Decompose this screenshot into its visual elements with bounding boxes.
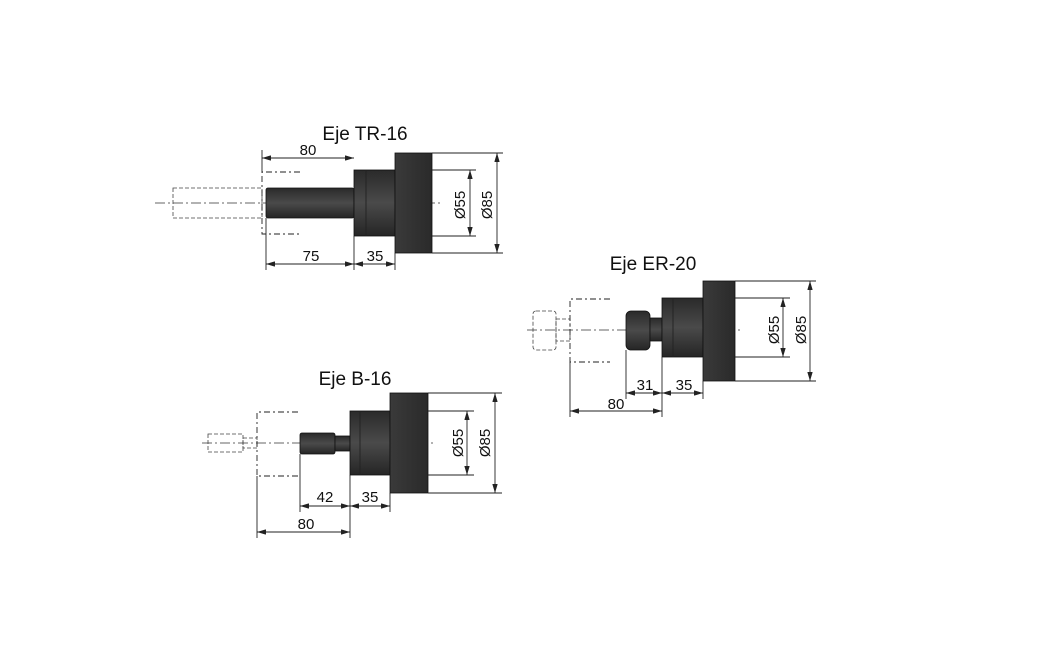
dim-35: 35 — [362, 489, 379, 506]
title-b16: Eje B-16 — [319, 369, 392, 390]
neck — [334, 435, 351, 452]
dim-35: 35 — [367, 248, 384, 265]
title-tr16: Eje TR-16 — [322, 124, 407, 145]
body — [349, 410, 391, 476]
body — [353, 169, 396, 237]
body — [661, 297, 704, 358]
collet-nut — [625, 310, 651, 351]
flange-disc — [394, 152, 433, 254]
dia-55: Ø55 — [452, 191, 469, 219]
drawing-b16: Eje B-16 42 35 80 Ø55 Ø85 — [202, 369, 502, 538]
shaft — [299, 432, 336, 455]
flange-disc — [389, 392, 429, 494]
drawing-er20: Eje ER-20 31 35 80 Ø55 Ø85 — [527, 254, 816, 417]
dim-80: 80 — [298, 516, 315, 533]
dim-80: 80 — [300, 142, 317, 159]
dim-42: 42 — [317, 489, 334, 506]
ghost-shaft — [172, 187, 263, 219]
shaft — [265, 187, 355, 219]
dim-75: 75 — [303, 248, 320, 265]
flange-disc — [702, 280, 736, 382]
drawing-tr16: Eje TR-16 80 75 35 Ø55 Ø85 — [155, 124, 503, 270]
dim-35: 35 — [676, 377, 693, 394]
dim-80: 80 — [608, 396, 625, 413]
dia-85: Ø85 — [477, 429, 494, 457]
dia-55: Ø55 — [766, 316, 783, 344]
dia-85: Ø85 — [479, 191, 496, 219]
dia-55: Ø55 — [450, 429, 467, 457]
title-er20: Eje ER-20 — [610, 254, 697, 275]
dim-31: 31 — [637, 377, 654, 394]
neck — [649, 317, 663, 342]
dia-85: Ø85 — [793, 316, 810, 344]
